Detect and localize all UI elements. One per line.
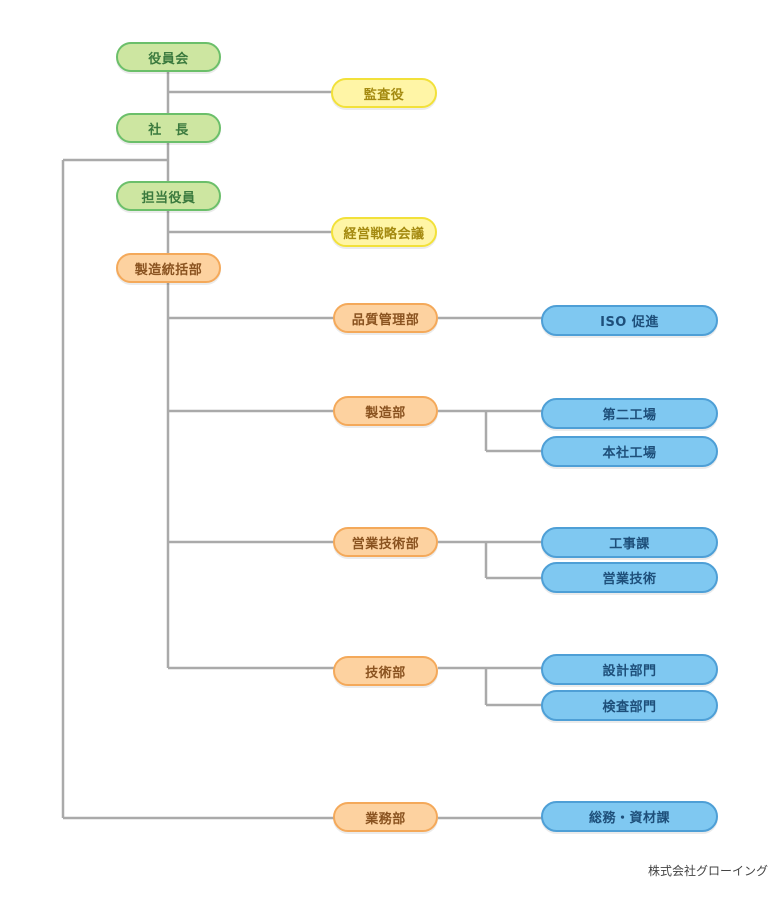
node-inspection-label: 検査部門 [602, 700, 657, 715]
node-sales-eng-label: 営業技術 [602, 572, 657, 587]
node-qa-dept-label: 品質管理部 [351, 312, 420, 328]
node-president: 社 長 [116, 113, 221, 143]
node-construction: 工事課 [541, 527, 718, 558]
node-admin-dept-label: 業務部 [365, 811, 406, 827]
node-president-label: 社 長 [148, 122, 189, 138]
node-construction-label: 工事課 [609, 537, 650, 552]
node-board: 役員会 [116, 42, 221, 72]
node-design: 設計部門 [541, 654, 718, 685]
node-main-plant: 本社工場 [541, 436, 718, 467]
node-officer: 担当役員 [116, 181, 221, 211]
node-inspection: 検査部門 [541, 690, 718, 721]
node-admin-dept: 業務部 [333, 802, 438, 832]
node-auditor: 監査役 [331, 78, 437, 108]
node-strategy-meeting: 経営戦略会議 [331, 217, 437, 247]
company-name: 株式会社グローイング [647, 864, 768, 878]
node-auditor-label: 監査役 [363, 87, 405, 103]
node-sales-eng-dept-label: 営業技術部 [351, 536, 420, 552]
node-eng-dept: 技術部 [333, 656, 438, 686]
node-iso: ISO 促進 [541, 305, 718, 336]
node-mfg-hq-label: 製造統括部 [134, 262, 203, 278]
node-general-affairs-label: 総務・資材課 [588, 811, 670, 826]
node-design-label: 設計部門 [602, 664, 657, 679]
node-iso-label: ISO 促進 [600, 315, 659, 330]
node-main-plant-label: 本社工場 [602, 446, 657, 461]
node-sales-eng-dept: 営業技術部 [333, 527, 438, 557]
node-general-affairs: 総務・資材課 [541, 801, 718, 832]
node-mfg-dept-label: 製造部 [365, 405, 406, 421]
node-strategy-meeting-label: 経営戦略会議 [343, 226, 425, 242]
node-officer-label: 担当役員 [141, 190, 196, 206]
node-sales-eng: 営業技術 [541, 562, 718, 593]
node-eng-dept-label: 技術部 [365, 665, 406, 681]
node-qa-dept: 品質管理部 [333, 303, 438, 333]
node-mfg-hq: 製造統括部 [116, 253, 221, 283]
node-mfg-dept: 製造部 [333, 396, 438, 426]
node-plant2-label: 第二工場 [602, 408, 657, 423]
node-plant2: 第二工場 [541, 398, 718, 429]
node-board-label: 役員会 [148, 51, 189, 67]
